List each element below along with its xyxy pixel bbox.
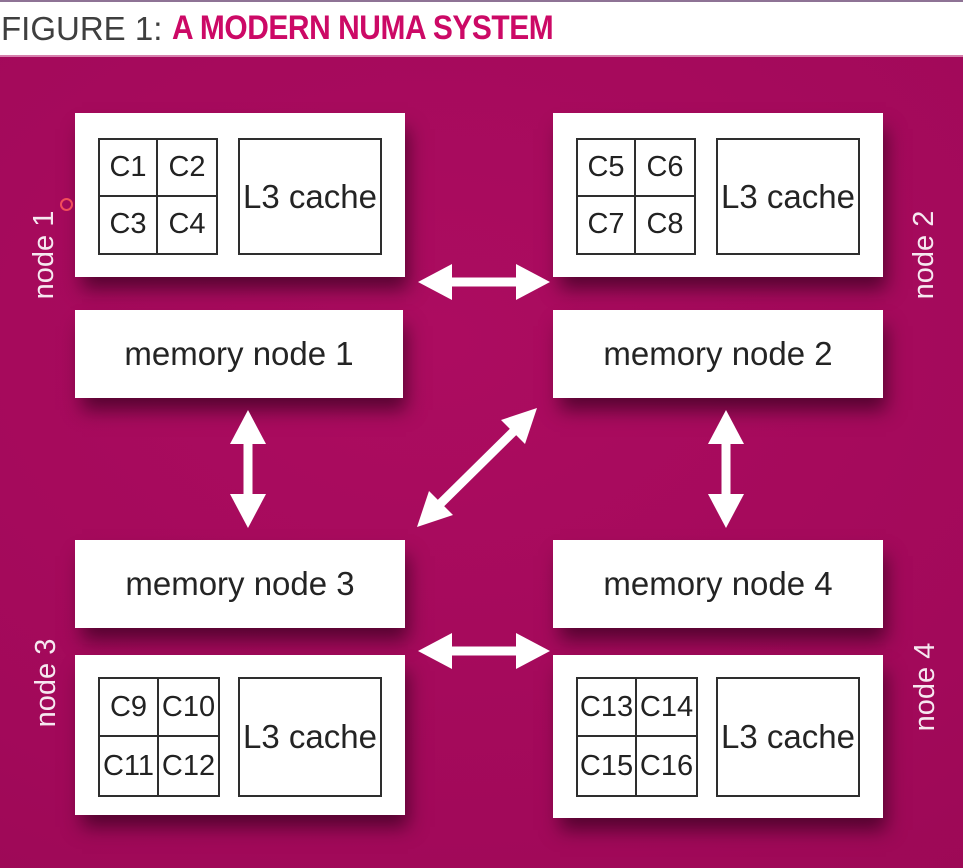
core-c5: C5 bbox=[578, 140, 636, 197]
core-c6: C6 bbox=[636, 140, 694, 197]
node4-core-grid: C13 C14 C15 C16 bbox=[576, 677, 698, 797]
node1-core-grid: C1 C2 C3 C4 bbox=[98, 138, 218, 255]
core-c14: C14 bbox=[637, 679, 696, 737]
node3-label: node 3 bbox=[30, 638, 62, 728]
core-c7: C7 bbox=[578, 196, 636, 253]
memory-node-4: memory node 4 bbox=[553, 540, 883, 628]
top-edge-line bbox=[0, 0, 963, 2]
node2-l3-cache: L3 cache bbox=[716, 138, 860, 255]
node2-label: node 2 bbox=[908, 210, 940, 300]
node2-core-grid: C5 C6 C7 C8 bbox=[576, 138, 696, 255]
memory-node-3: memory node 3 bbox=[75, 540, 405, 628]
core-c8: C8 bbox=[646, 208, 684, 241]
core-c13: C13 bbox=[578, 679, 637, 737]
node1-label: node 1 bbox=[28, 210, 60, 300]
node3-core-grid: C9 C10 C11 C12 bbox=[98, 677, 220, 797]
figure-title-text: A MODERN NUMA SYSTEM bbox=[172, 9, 554, 47]
core-c1: C1 bbox=[100, 140, 158, 197]
node1-l3-cache: L3 cache bbox=[238, 138, 382, 255]
core-c16: C16 bbox=[639, 749, 694, 782]
memory-node-2: memory node 2 bbox=[553, 310, 883, 398]
core-c12: C12 bbox=[161, 749, 216, 782]
core-c15: C15 bbox=[578, 737, 637, 795]
core-c10: C10 bbox=[159, 679, 218, 737]
core-c3: C3 bbox=[100, 196, 158, 253]
node3-l3-cache: L3 cache bbox=[238, 677, 382, 797]
memory-node-1: memory node 1 bbox=[75, 310, 403, 398]
core-c4: C4 bbox=[168, 208, 206, 241]
node4-label: node 4 bbox=[909, 642, 941, 732]
core-c9: C9 bbox=[100, 679, 159, 737]
figure-number: FIGURE 1: bbox=[1, 9, 163, 47]
core-c11: C11 bbox=[100, 737, 159, 795]
figure-title: FIGURE 1: A MODERN NUMA SYSTEM bbox=[0, 2, 963, 55]
node4-l3-cache: L3 cache bbox=[716, 677, 860, 797]
pointer-dot bbox=[60, 198, 73, 211]
core-c2: C2 bbox=[158, 140, 216, 197]
